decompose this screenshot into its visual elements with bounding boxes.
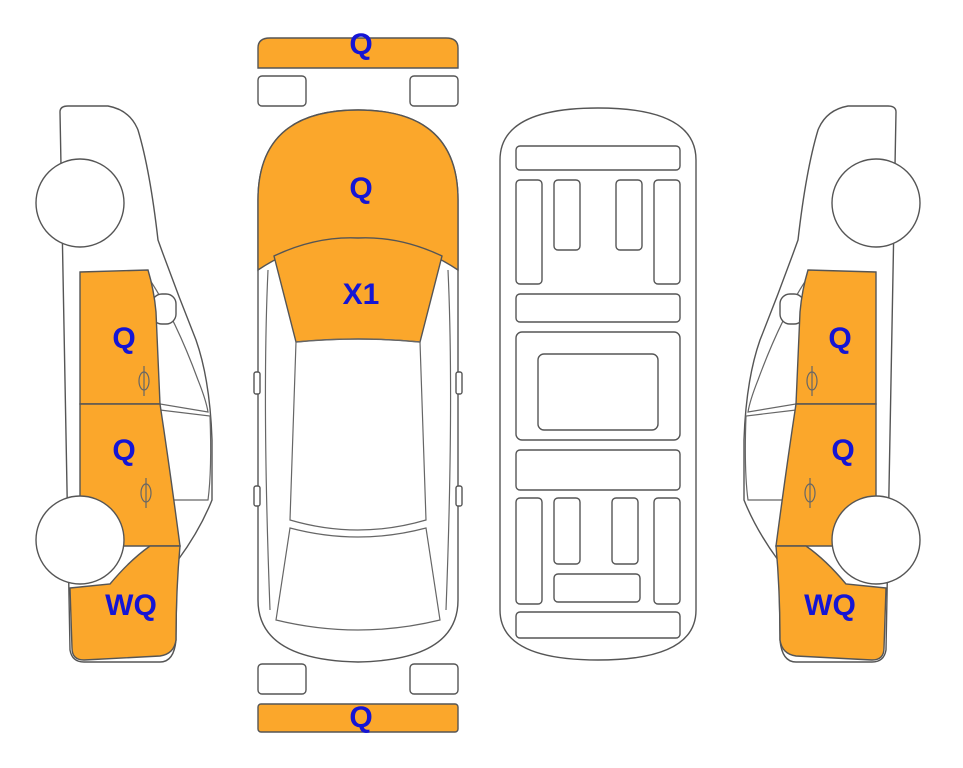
left-front-door-handle [138, 366, 150, 396]
left-rear-quarter-label: WQ [105, 589, 157, 622]
left-rear-wheel [35, 495, 125, 585]
right-rear-door-handle [804, 478, 816, 508]
rear-bumper [257, 703, 459, 733]
left-rear-quarter [69, 545, 181, 661]
underside-front-box-left [553, 179, 581, 251]
rear-right-taillight [409, 663, 459, 695]
underside-rear-box-left [553, 497, 581, 565]
top-left-handle [253, 485, 261, 507]
right-rear-wheel [831, 495, 921, 585]
underside-rear-rail-right [653, 497, 681, 605]
rear-left-taillight [257, 663, 307, 695]
underside-mid-crossmember [515, 293, 681, 323]
top-right-mirror [455, 371, 463, 395]
rear-bumper-label: Q [349, 701, 372, 734]
underside-front-crossmember [515, 145, 681, 171]
right-rear-quarter-label: WQ [804, 589, 856, 622]
front-bumper [257, 37, 459, 69]
top-right-pillar [445, 269, 452, 611]
right-front-door [795, 269, 877, 405]
roof [289, 338, 427, 531]
top-left-mirror [253, 371, 261, 395]
underside-front-rail-left [515, 179, 543, 285]
underside-front-rail-right [653, 179, 681, 285]
left-front-door [79, 269, 161, 405]
underside-center-panel [537, 353, 659, 431]
underside-rear-rail-left [515, 497, 543, 605]
right-rear-quarter [775, 545, 887, 661]
front-left-headlight [257, 75, 307, 107]
top-view: Q Q X1 Q [253, 28, 463, 734]
hood-label: Q [349, 172, 372, 205]
underside-rear-box-right [611, 497, 639, 565]
left-side-view: Q Q WQ [35, 105, 213, 663]
underside-view [499, 107, 697, 661]
right-rear-window [744, 409, 797, 501]
rear-window [275, 527, 441, 631]
front-bumper-label: Q [349, 28, 372, 61]
top-right-handle [455, 485, 463, 507]
right-side-view: Q Q WQ [743, 105, 921, 663]
windshield-label: X1 [343, 278, 380, 311]
left-rear-door-handle [140, 478, 152, 508]
front-right-headlight [409, 75, 459, 107]
right-front-door-handle [806, 366, 818, 396]
right-front-wheel [831, 158, 921, 248]
left-front-door-label: Q [112, 322, 135, 355]
right-rear-door-label: Q [831, 434, 854, 467]
left-rear-door-label: Q [112, 434, 135, 467]
underside-spare-tire-well [553, 573, 641, 603]
underside-rear-panel [515, 611, 681, 639]
left-front-wheel [35, 158, 125, 248]
left-rear-window [159, 409, 212, 501]
underside-rear-crossmember [515, 449, 681, 491]
underside-front-box-right [615, 179, 643, 251]
right-front-door-label: Q [828, 322, 851, 355]
top-left-pillar [264, 269, 271, 611]
